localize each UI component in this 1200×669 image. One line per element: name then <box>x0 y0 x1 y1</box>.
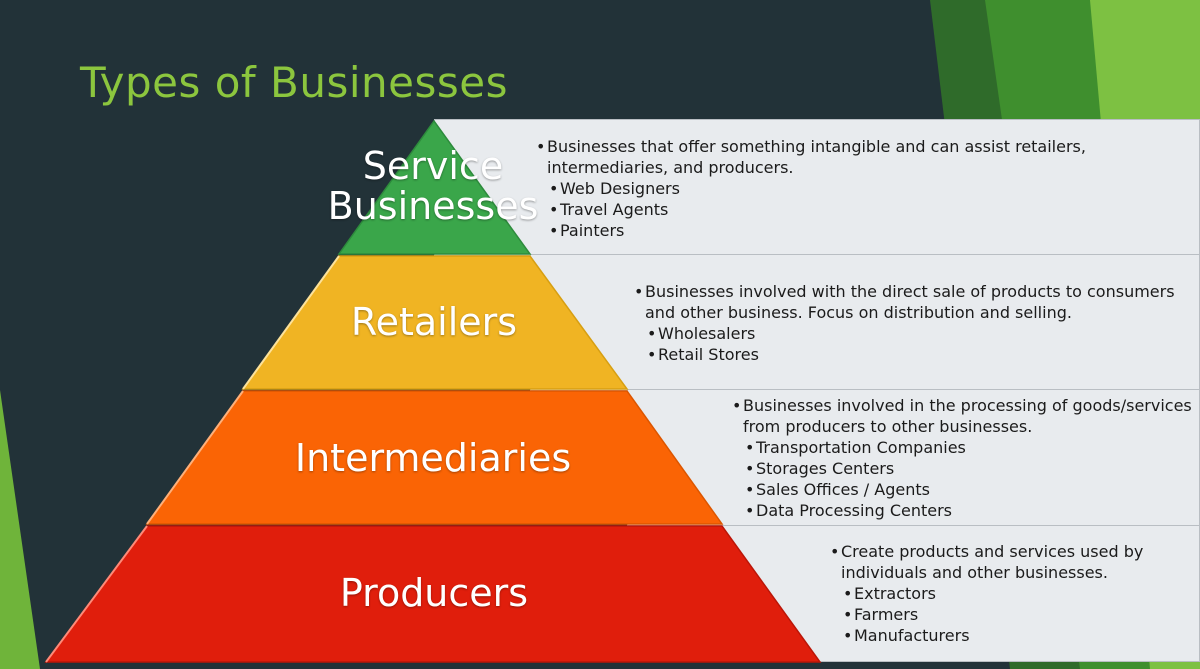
intermediaries-summary-line: from producers to other businesses. <box>743 417 1033 436</box>
tier-label-service-line: Businesses <box>327 184 539 228</box>
list-item: Extractors <box>830 583 1143 604</box>
tier-edge-highlight <box>146 390 244 525</box>
list-item: Farmers <box>830 604 1143 625</box>
service-summary: Businesses that offer something intangib… <box>536 136 1086 178</box>
producers-description: Create products and services used by ind… <box>830 541 1143 646</box>
list-item: Painters <box>536 220 1086 241</box>
retailers-summary: Businesses involved with the direct sale… <box>634 281 1175 323</box>
tier-label-producers: Producers <box>339 571 529 615</box>
intermediaries-summary: Businesses involved in the processing of… <box>732 395 1192 437</box>
intermediaries-description: Businesses involved in the processing of… <box>732 395 1192 521</box>
tier-label-retailers: Retailers <box>350 300 518 344</box>
list-item: Wholesalers <box>634 323 1175 344</box>
green-accent-shape <box>0 390 40 669</box>
retailers-description: Businesses involved with the direct sale… <box>634 281 1175 365</box>
list-item: Travel Agents <box>536 199 1086 220</box>
list-item: Retail Stores <box>634 344 1175 365</box>
producers-summary-line: Create products and services used by <box>841 542 1144 561</box>
tier-edge-highlight <box>242 255 340 390</box>
service-summary-line: Businesses that offer something intangib… <box>547 137 1086 156</box>
list-item: Transportation Companies <box>732 437 1192 458</box>
list-item: Sales Offices / Agents <box>732 479 1192 500</box>
list-item: Data Processing Centers <box>732 500 1192 521</box>
list-item: Web Designers <box>536 178 1086 199</box>
tier-label-service: Service Businesses <box>318 146 548 226</box>
pyramid-tier-service <box>337 119 532 255</box>
retailers-summary-line: Businesses involved with the direct sale… <box>645 282 1175 301</box>
retailers-summary-line: and other business. Focus on distributio… <box>645 303 1072 322</box>
list-item: Manufacturers <box>830 625 1143 646</box>
tier-label-intermediaries: Intermediaries <box>294 436 572 480</box>
slide-title: Types of Businesses <box>80 58 508 107</box>
producers-summary: Create products and services used by ind… <box>830 541 1143 583</box>
intermediaries-summary-line: Businesses involved in the processing of… <box>743 396 1192 415</box>
service-summary-line: intermediaries, and producers. <box>547 158 794 177</box>
list-item: Storages Centers <box>732 458 1192 479</box>
tier-edge-highlight <box>45 525 148 663</box>
tier-label-service-line: Service <box>362 144 504 188</box>
service-description: Businesses that offer something intangib… <box>536 136 1086 241</box>
producers-summary-line: individuals and other businesses. <box>841 563 1108 582</box>
